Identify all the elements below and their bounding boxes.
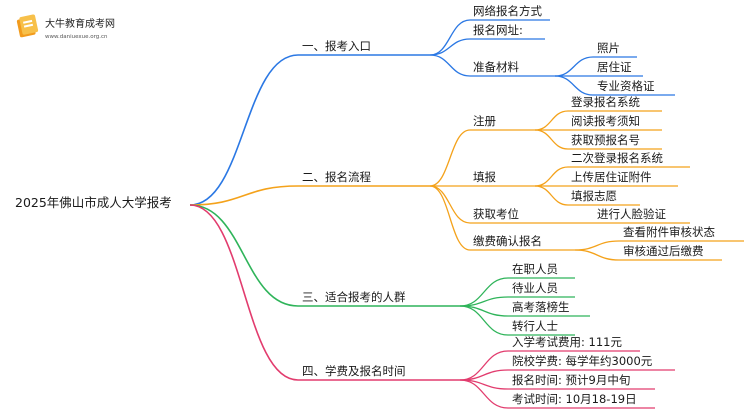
leaf-tuition: 院校学费: 每学年约3000元 bbox=[512, 354, 653, 368]
book-logo-icon bbox=[16, 14, 39, 38]
logo-name: 大牛教育成考网 bbox=[45, 17, 115, 30]
leaf-fill-choices: 填报志愿 bbox=[571, 189, 617, 203]
node-materials: 准备材料 bbox=[473, 60, 519, 74]
connector-lines bbox=[189, 19, 744, 409]
root-to-branch-1 bbox=[189, 54, 299, 206]
edge-career-changers bbox=[459, 305, 509, 336]
branch-process: 二、报名流程 bbox=[302, 170, 371, 184]
root-topic: 2025年佛山市成人大学报考 bbox=[15, 195, 172, 210]
node-signup: 注册 bbox=[473, 114, 496, 128]
leaf-login-system: 登录报名系统 bbox=[571, 95, 640, 109]
edge-materials bbox=[429, 54, 471, 77]
edge-register-url bbox=[429, 38, 471, 56]
leaf-register-time: 报名时间: 预计9月中旬 bbox=[512, 373, 630, 387]
leaf-exam-fee: 入学考试费用: 111元 bbox=[512, 335, 622, 349]
leaf-face-verify: 进行人脸验证 bbox=[597, 207, 666, 221]
edge-pay-after-review bbox=[574, 249, 620, 261]
node-pay-confirm: 缴费确认报名 bbox=[473, 234, 542, 248]
node-register-url: 报名网址: bbox=[473, 23, 523, 37]
edge-qualification-cert bbox=[554, 75, 594, 96]
leaf-residence-permit: 居住证 bbox=[597, 60, 632, 74]
edge-login-system bbox=[534, 110, 569, 131]
leaf-upload-permit: 上传居住证附件 bbox=[571, 170, 652, 184]
leaf-career-changers: 转行人士 bbox=[512, 319, 558, 333]
root-to-branch-3 bbox=[189, 204, 299, 307]
leaf-check-status: 查看附件审核状态 bbox=[623, 225, 715, 239]
root-to-branch-2 bbox=[189, 185, 299, 206]
branch-target-groups: 三、适合报考的人群 bbox=[302, 290, 406, 304]
node-fill-form: 填报 bbox=[473, 170, 496, 184]
edge-pay-confirm bbox=[429, 185, 471, 251]
branch-register-entry: 一、报考入口 bbox=[302, 39, 371, 53]
leaf-second-login: 二次登录报名系统 bbox=[571, 151, 663, 165]
leaf-photo: 照片 bbox=[597, 41, 620, 55]
leaf-qualification-cert: 专业资格证 bbox=[597, 79, 655, 93]
branch-fees-dates: 四、学费及报名时间 bbox=[302, 364, 406, 378]
leaf-exam-time: 考试时间: 10月18-19日 bbox=[512, 392, 637, 406]
leaf-exam-failed: 高考落榜生 bbox=[512, 300, 570, 314]
edge-signup bbox=[429, 129, 471, 187]
node-get-seat: 获取考位 bbox=[473, 207, 519, 221]
edge-second-login bbox=[534, 166, 569, 187]
edge-get-prereg-no bbox=[534, 129, 569, 150]
leaf-read-notice: 阅读报考须知 bbox=[571, 114, 640, 128]
edge-check-status bbox=[574, 240, 620, 251]
edge-photo bbox=[554, 56, 594, 77]
node-online-method: 网络报名方式 bbox=[473, 4, 542, 18]
leaf-employed: 在职人员 bbox=[512, 262, 558, 276]
leaf-unemployed: 待业人员 bbox=[512, 281, 558, 295]
logo-url: www.daniuexue.org.cn bbox=[45, 34, 108, 40]
leaf-pay-after-review: 审核通过后缴费 bbox=[623, 244, 704, 258]
leaf-get-prereg-no: 获取预报名号 bbox=[571, 133, 640, 147]
edge-online-method bbox=[429, 19, 471, 56]
edge-fill-choices bbox=[534, 185, 569, 206]
edge-exam-time bbox=[459, 379, 509, 409]
site-logo: 大牛教育成考网 www.daniuexue.org.cn bbox=[16, 14, 115, 40]
root-to-branch-4 bbox=[189, 204, 299, 381]
